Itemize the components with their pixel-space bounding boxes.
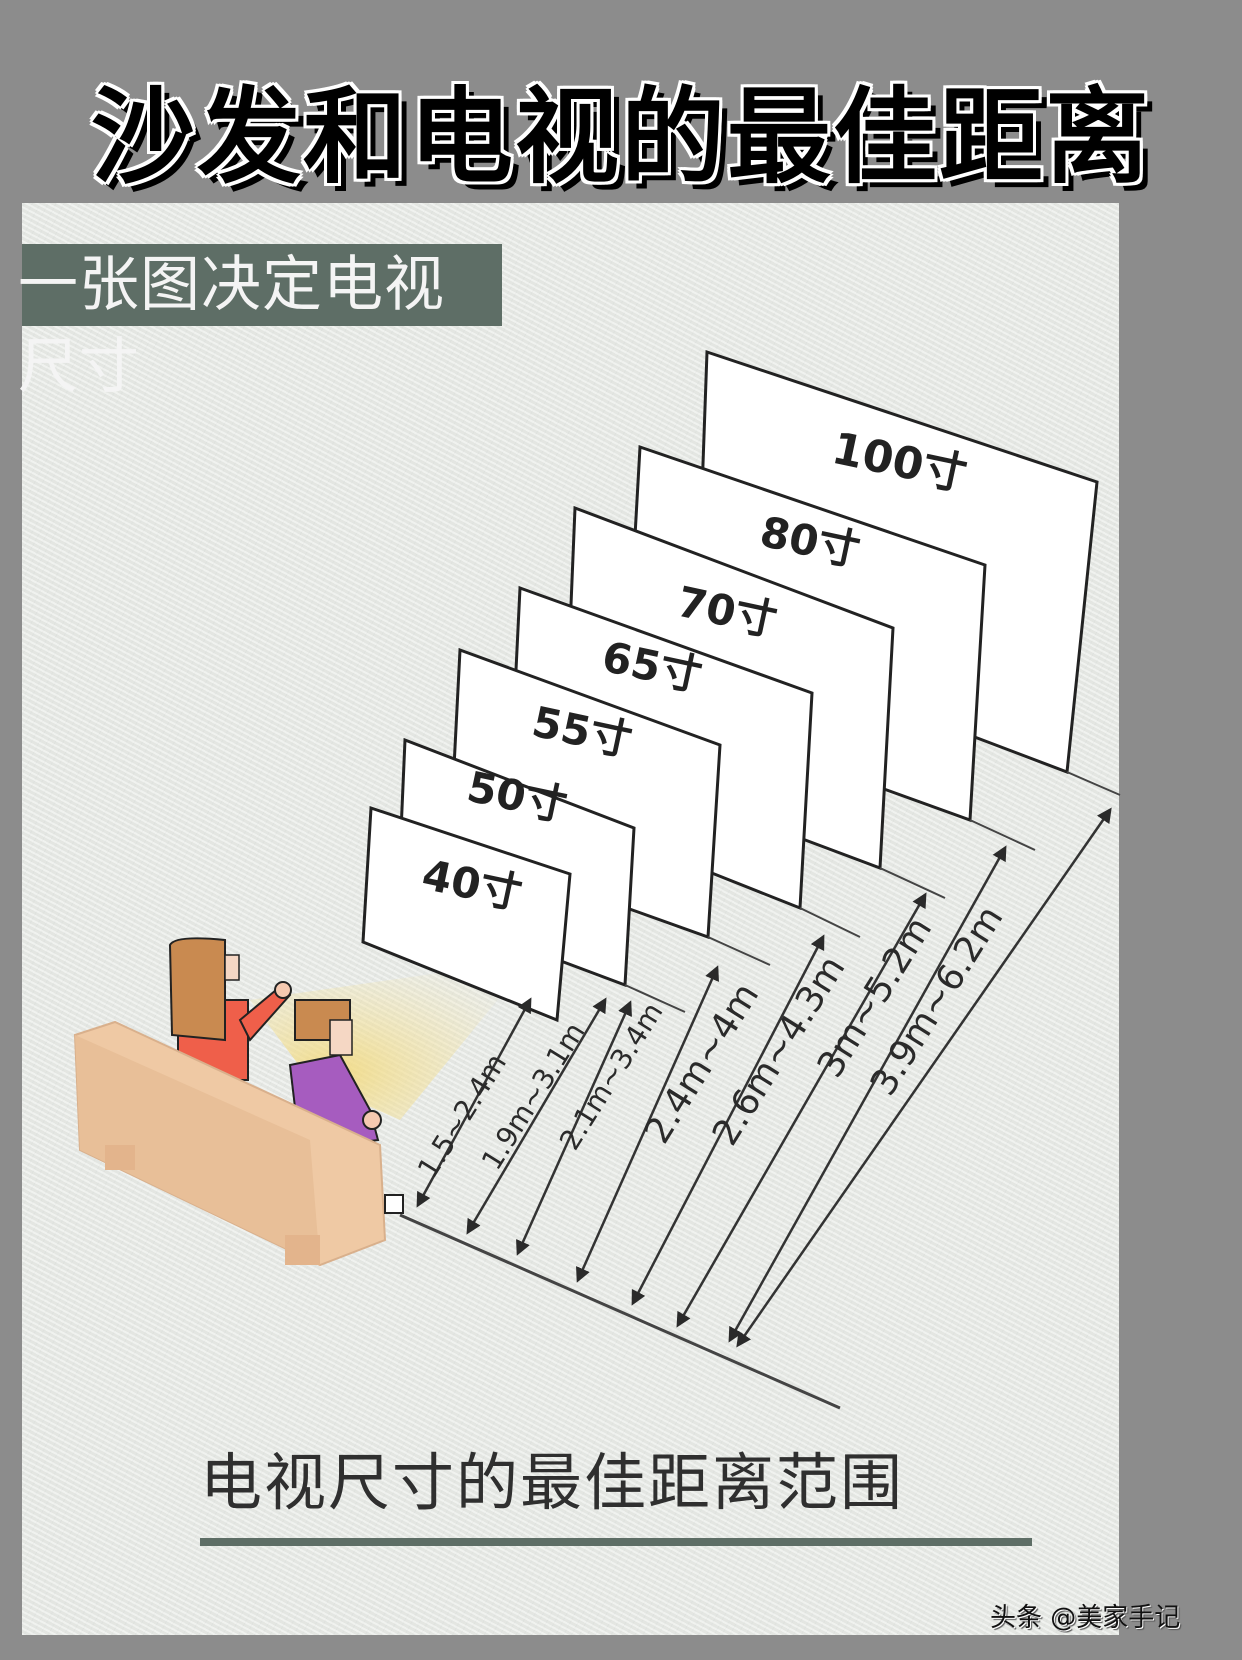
arrow-100-outer (736, 807, 1112, 1348)
sofa-with-viewers (73, 937, 404, 1267)
subtitle-banner: 一张图决定电视尺寸 (18, 244, 502, 402)
floor-baseline (399, 1213, 841, 1410)
bottom-caption: 电视尺寸的最佳距离范围 (200, 1446, 905, 1519)
caption-underline (200, 1538, 1032, 1546)
page-title: 沙发和电视的最佳距离 (90, 76, 1151, 198)
subtitle-text: 一张图决定电视尺寸 (18, 250, 445, 402)
watermark: 头条 @美家手记 (990, 1603, 1181, 1633)
